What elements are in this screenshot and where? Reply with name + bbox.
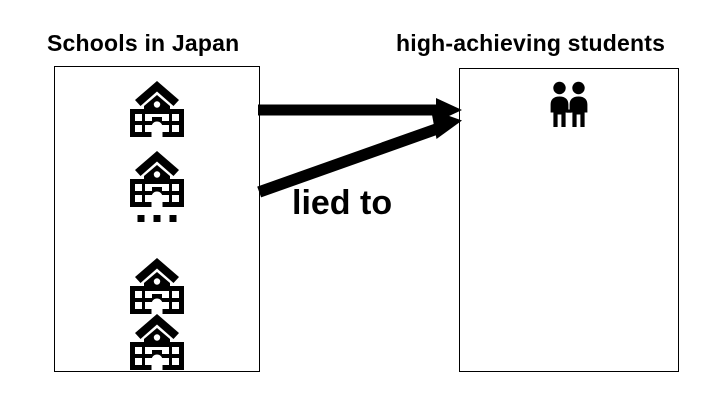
ellipsis-dot [169,215,177,222]
ellipsis-indicator [137,215,177,222]
school-list-item [126,258,188,314]
students-group-box [459,68,679,372]
arrow-label-lied-to: lied to [292,184,393,222]
school-icon [130,151,184,207]
school-icon [130,258,184,314]
ellipsis-dot [137,215,145,222]
right-group-heading: high-achieving students [396,30,666,56]
school-icon [130,314,184,370]
school-list-item [126,151,188,207]
schools-group-box [54,66,260,372]
students-list-item [545,81,593,127]
arrow-top-straight [258,98,462,122]
school-list-item [126,81,188,137]
left-group-heading: Schools in Japan [47,30,240,56]
two-people-icon [550,81,588,127]
school-list-item [126,314,188,370]
school-icon [130,81,184,137]
ellipsis-dot [153,215,161,222]
school-icon-stack [55,67,259,371]
